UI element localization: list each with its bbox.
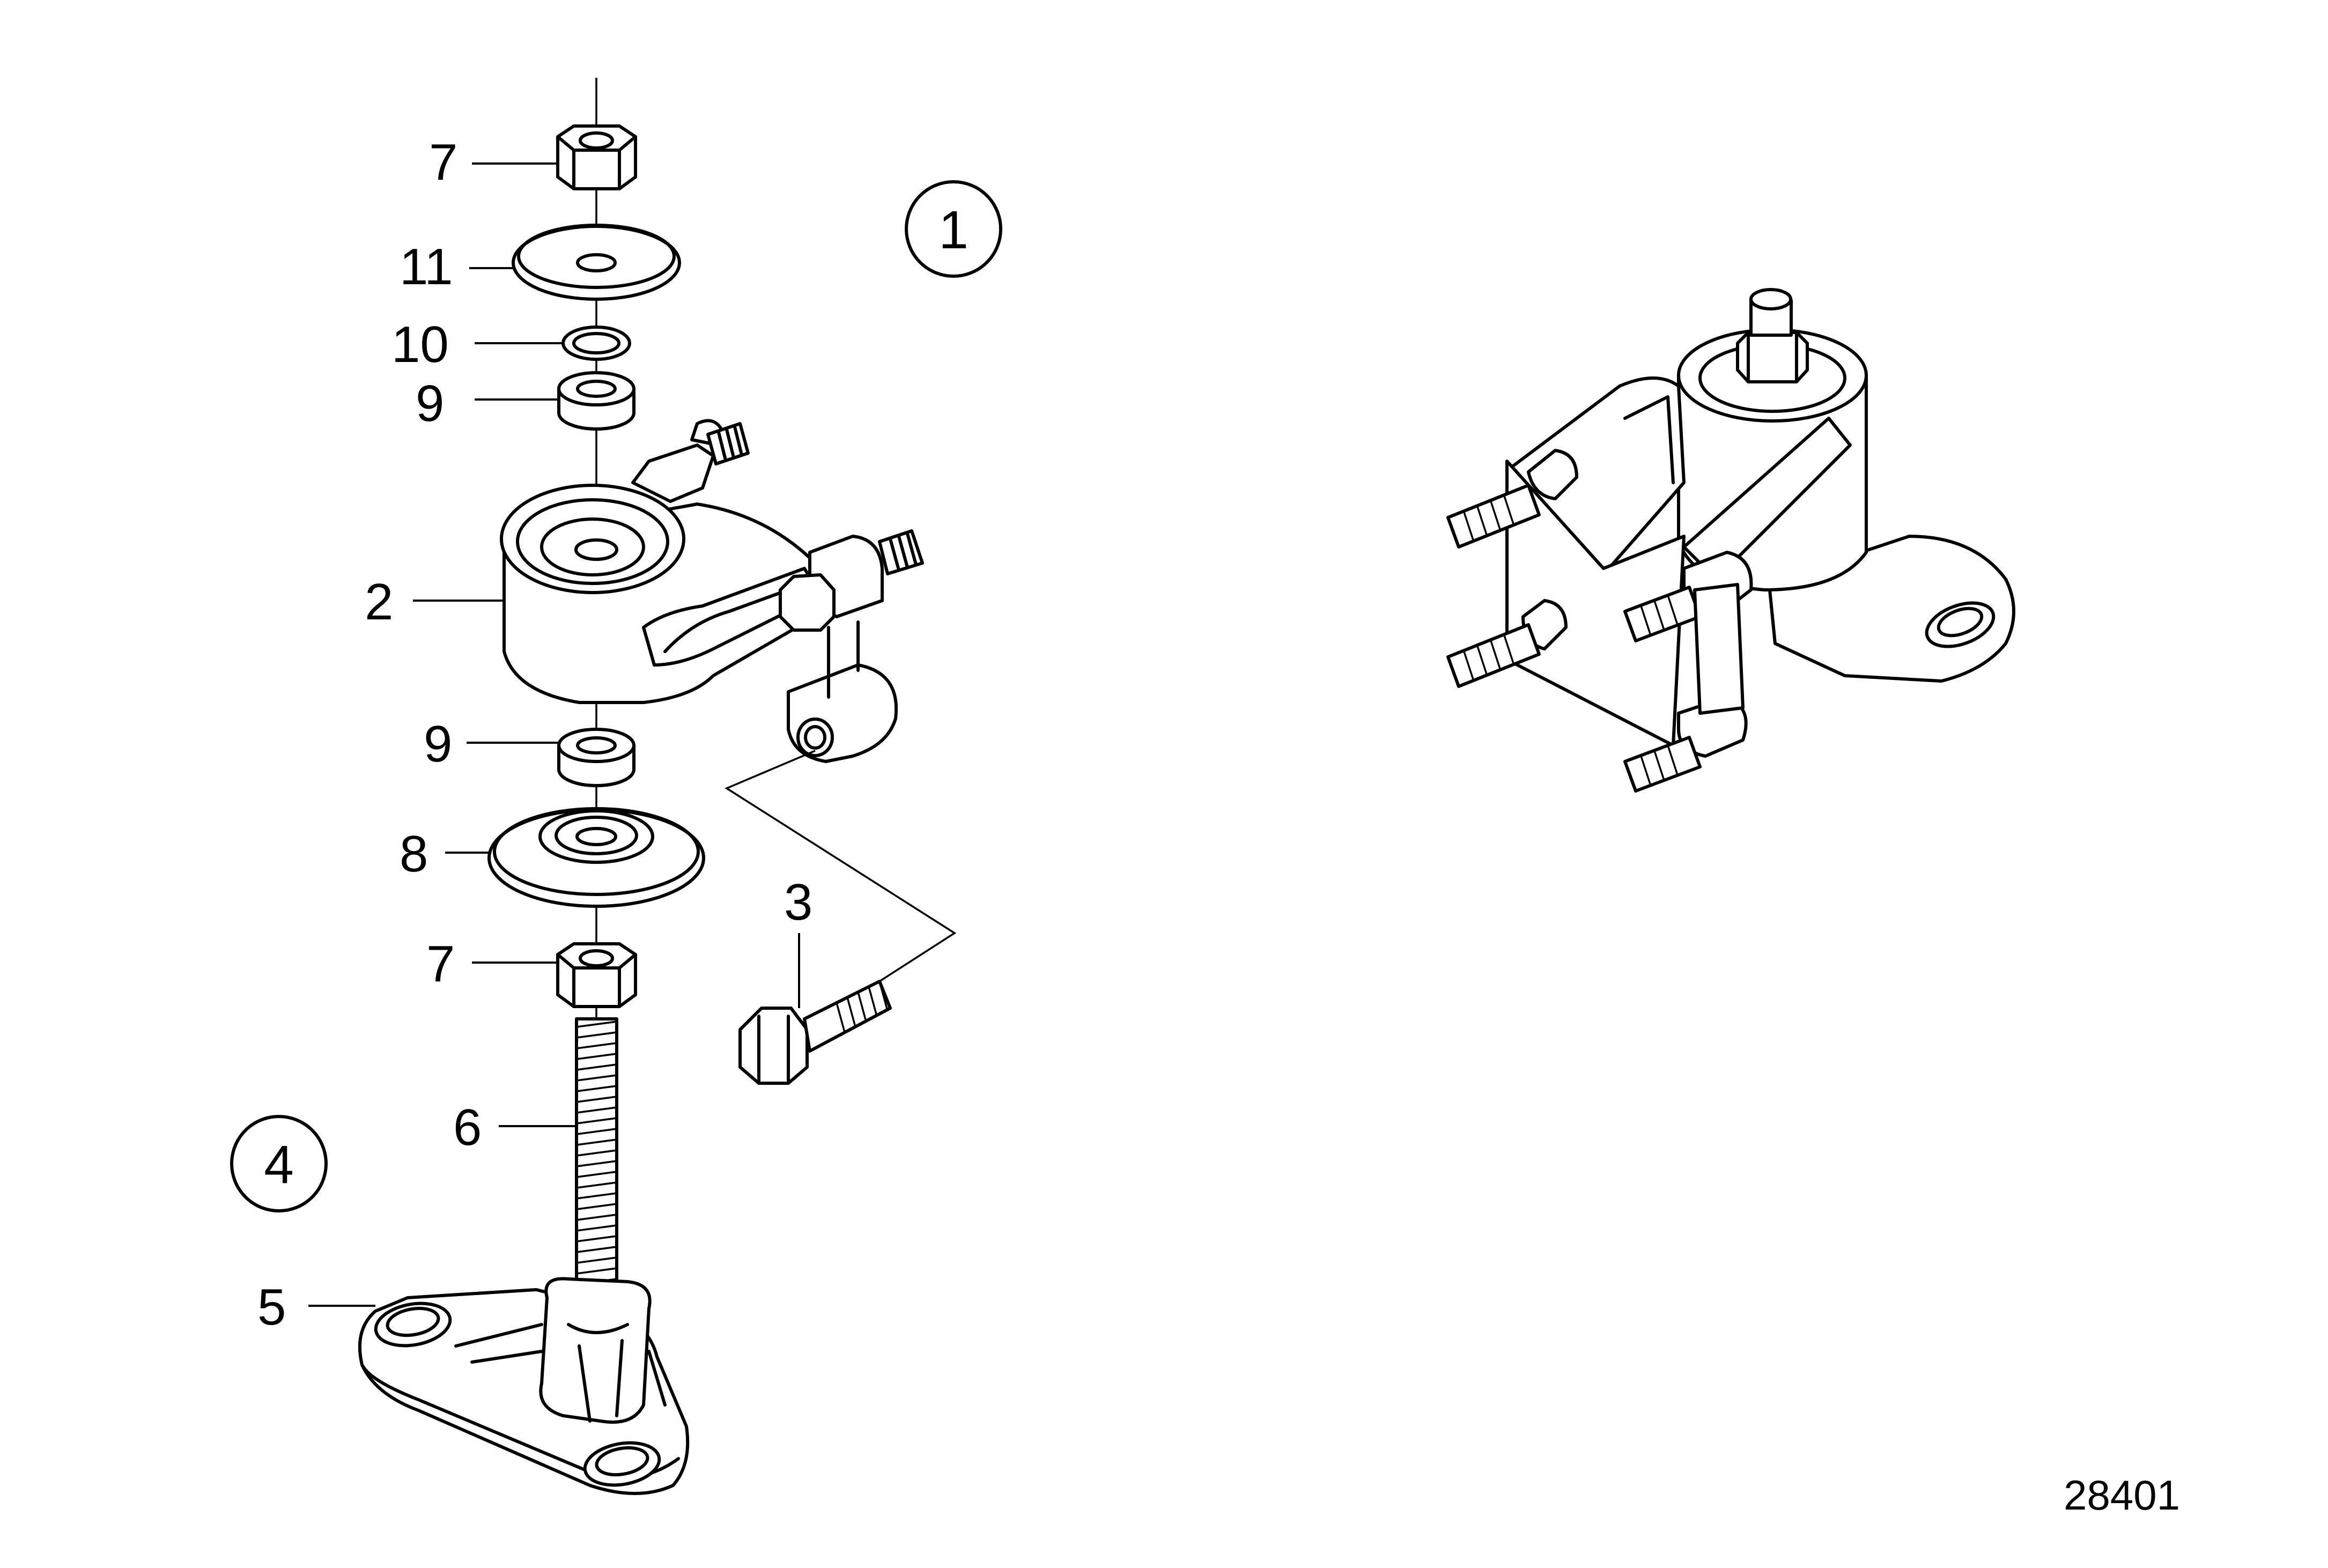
callout-circle-1 [905, 180, 1002, 278]
bushing-top-part [557, 371, 635, 431]
label-washer-dish: 8 [400, 825, 428, 883]
assembled-stud-upper-left [1446, 449, 1578, 549]
ring-part [561, 326, 631, 361]
label-ring: 10 [391, 316, 449, 373]
label-bolt: 3 [784, 874, 812, 931]
nut-top-part [556, 124, 637, 190]
callout-label-1: 1 [938, 200, 969, 260]
callout-assembly-1: 1 [905, 180, 1002, 278]
callout-assembly-4: 4 [230, 1115, 328, 1212]
label-bushing-top: 9 [416, 375, 444, 432]
reference-number: 28401 [2064, 1471, 2180, 1519]
callout-label-4: 4 [264, 1135, 294, 1195]
label-washer-large-top: 11 [400, 238, 453, 295]
part-labels: 7 11 10 9 2 9 8 7 3 6 5 [257, 134, 812, 1336]
washer-dish-part [487, 807, 705, 908]
nut-bottom-part [556, 942, 637, 1008]
assembled-mount-view [1446, 288, 2015, 793]
assembled-stud-lower-left [1446, 599, 1568, 688]
callout-circle-4 [230, 1115, 328, 1212]
label-stud: 6 [453, 1099, 482, 1156]
label-bushing-bottom: 9 [424, 715, 452, 773]
washer-large-top-part [512, 224, 681, 301]
exploded-assembly [358, 78, 957, 1495]
bushing-bottom-part [557, 728, 635, 787]
bolt-part [738, 980, 892, 1085]
label-bracket: 2 [365, 573, 393, 631]
leader-lines [308, 162, 800, 1307]
foot-part [358, 1277, 690, 1495]
assembled-stud-bottom-right [1623, 696, 1748, 793]
bracket-part [500, 419, 924, 763]
label-nut-bottom: 7 [426, 935, 455, 993]
label-foot: 5 [257, 1278, 286, 1336]
label-nut-top: 7 [429, 134, 457, 191]
bolt-assignment-lines [725, 750, 957, 982]
